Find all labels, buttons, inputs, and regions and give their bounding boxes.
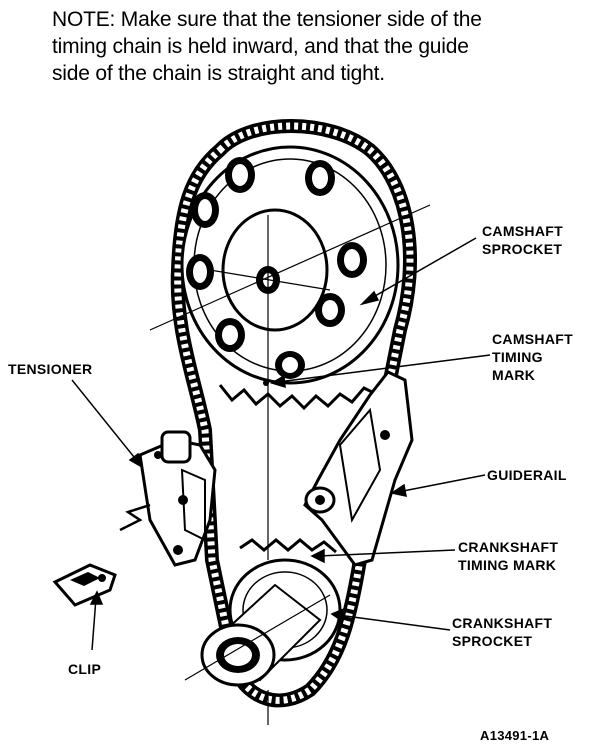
label-tensioner-text: TENSIONER <box>8 361 93 377</box>
note-text: NOTE: Make sure that the tensioner side … <box>52 6 592 87</box>
label-camshaft-sprocket: CAMSHAFT SPROCKET <box>482 222 563 258</box>
figure-id: A13491-1A <box>480 728 550 743</box>
label-tensioner: TENSIONER <box>8 360 92 378</box>
clip <box>52 563 117 607</box>
label-camshaft-sprocket-line-1: CAMSHAFT <box>482 223 563 239</box>
label-camshaft-timing-mark-line-2: TIMING <box>492 349 543 365</box>
tensioner <box>119 430 217 567</box>
label-camshaft-timing-mark-line-1: CAMSHAFT <box>492 331 573 347</box>
label-clip: CLIP <box>68 660 101 678</box>
timing-chain <box>170 119 417 708</box>
note-line-2: timing chain is held inward, and that th… <box>52 35 469 58</box>
camshaft-sprocket <box>149 145 431 560</box>
label-crankshaft-sprocket-line-1: CRANKSHAFT <box>452 615 553 631</box>
guiderail <box>303 370 414 567</box>
label-camshaft-timing-mark-line-3: MARK <box>492 367 536 383</box>
label-crankshaft-timing-mark-line-1: CRANKSHAFT <box>458 539 559 555</box>
note-line-3: side of the chain is straight and tight. <box>52 62 385 85</box>
label-crankshaft-timing-mark: CRANKSHAFT TIMING MARK <box>458 538 558 574</box>
label-camshaft-sprocket-line-2: SPROCKET <box>482 241 563 257</box>
label-guiderail: GUIDERAIL <box>487 466 567 484</box>
label-guiderail-text: GUIDERAIL <box>487 467 567 483</box>
label-crankshaft-timing-mark-line-2: TIMING MARK <box>458 557 557 573</box>
leader-lines <box>71 237 491 651</box>
label-crankshaft-sprocket: CRANKSHAFT SPROCKET <box>452 614 552 650</box>
label-camshaft-timing-mark: CAMSHAFT TIMING MARK <box>492 330 573 384</box>
label-clip-text: CLIP <box>68 661 102 677</box>
note-line-1: NOTE: Make sure that the tensioner side … <box>52 8 482 31</box>
label-crankshaft-sprocket-line-2: SPROCKET <box>452 633 533 649</box>
